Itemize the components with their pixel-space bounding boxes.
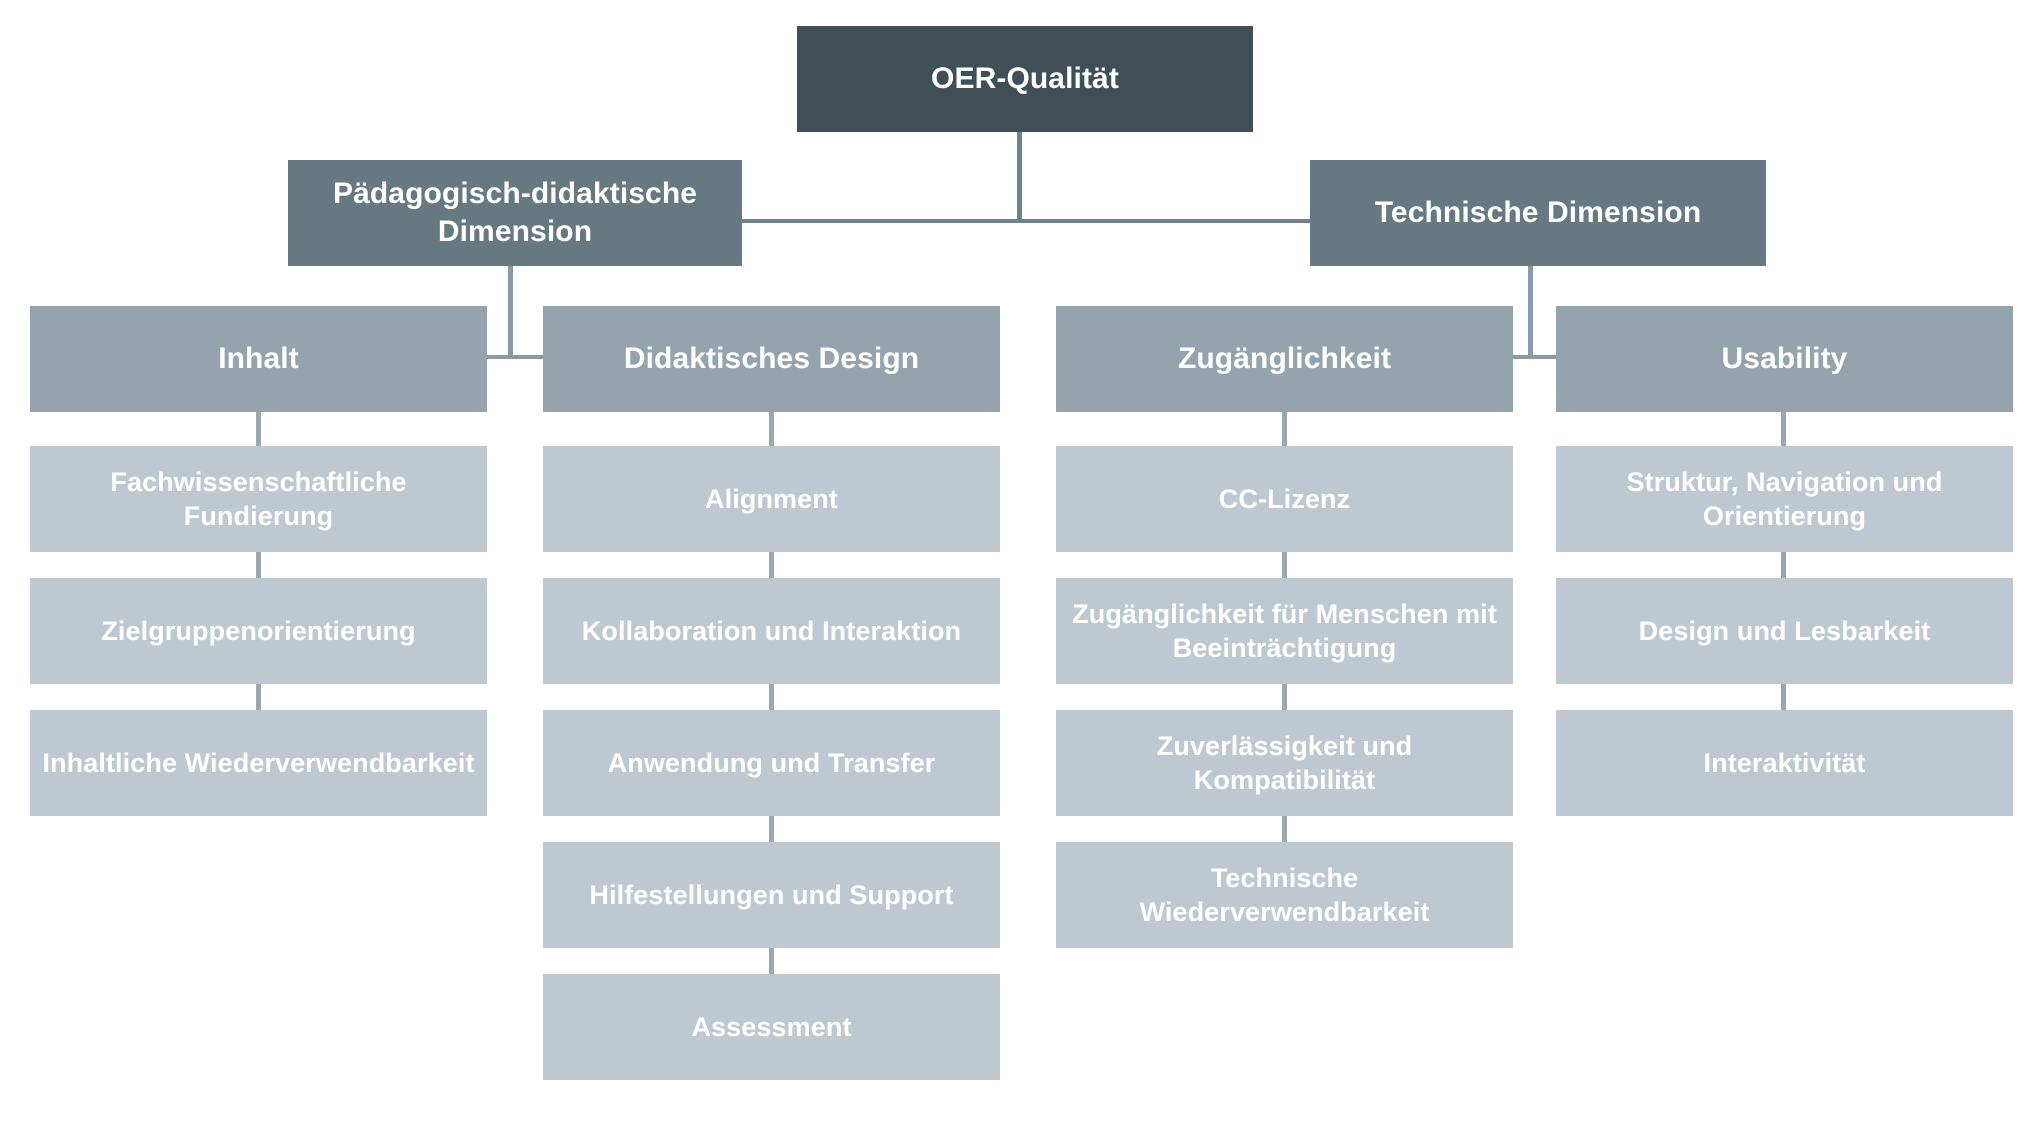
node-leaf-zielgruppenorientierung[interactable]: Zielgruppenorientierung: [30, 578, 487, 684]
node-dimension-paedagogisch-didaktische[interactable]: Pädagogisch-didaktische Dimension: [288, 160, 742, 266]
node-leaf-assessment[interactable]: Assessment: [543, 974, 1000, 1080]
node-leaf-fachwissenschaftliche-fundierung[interactable]: Fachwissenschaftliche Fundierung: [30, 446, 487, 552]
node-category-zugaenglichkeit[interactable]: Zugänglichkeit: [1056, 306, 1513, 412]
connector-technische-bus: [1510, 355, 1558, 359]
node-root-oer-qualitaet[interactable]: OER-Qualität: [797, 26, 1253, 132]
node-leaf-hilfestellungen-und-support[interactable]: Hilfestellungen und Support: [543, 842, 1000, 948]
node-leaf-cc-lizenz[interactable]: CC-Lizenz: [1056, 446, 1513, 552]
connector-paedagogisch-bus: [487, 355, 545, 359]
node-category-usability[interactable]: Usability: [1556, 306, 2013, 412]
node-leaf-zuverlaessigkeit-und-kompatibilitaet[interactable]: Zuverlässigkeit und Kompatibilität: [1056, 710, 1513, 816]
node-leaf-alignment[interactable]: Alignment: [543, 446, 1000, 552]
node-leaf-design-und-lesbarkeit[interactable]: Design und Lesbarkeit: [1556, 578, 2013, 684]
node-leaf-struktur-navigation-und-orientierung[interactable]: Struktur, Navigation und Orientierung: [1556, 446, 2013, 552]
node-leaf-interaktivitaet[interactable]: Interaktivität: [1556, 710, 2013, 816]
node-dimension-technische[interactable]: Technische Dimension: [1310, 160, 1766, 266]
node-category-didaktisches-design[interactable]: Didaktisches Design: [543, 306, 1000, 412]
node-leaf-inhaltliche-wiederverwendbarkeit[interactable]: Inhaltliche Wiederverwendbarkeit: [30, 710, 487, 816]
node-category-inhalt[interactable]: Inhalt: [30, 306, 487, 412]
connector-technische-stem: [1528, 266, 1533, 358]
node-leaf-zugaenglichkeit-fuer-menschen-mit-beeintraechtigung[interactable]: Zugänglichkeit für Menschen mit Beeinträ…: [1056, 578, 1513, 684]
connector-paedagogisch-stem: [508, 266, 513, 358]
node-leaf-kollaboration-und-interaktion[interactable]: Kollaboration und Interaktion: [543, 578, 1000, 684]
connector-root-stem: [1017, 132, 1022, 222]
connector-dimension-bus: [738, 219, 1318, 223]
node-leaf-technische-wiederverwendbarkeit[interactable]: Technische Wiederverwendbarkeit: [1056, 842, 1513, 948]
node-leaf-anwendung-und-transfer[interactable]: Anwendung und Transfer: [543, 710, 1000, 816]
